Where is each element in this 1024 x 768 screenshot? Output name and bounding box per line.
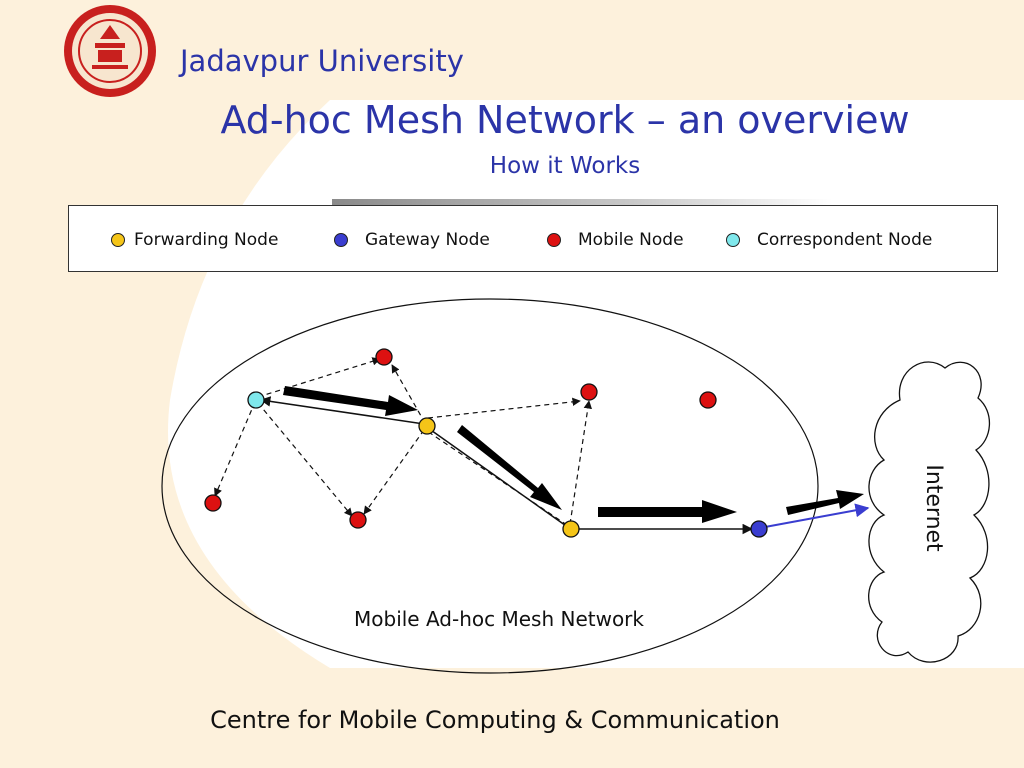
flow-arrow [283, 386, 418, 416]
mobile-node [204, 494, 222, 512]
footer-text: Centre for Mobile Computing & Communicat… [210, 706, 780, 734]
dashed-link [569, 400, 592, 525]
dashed-link [427, 397, 581, 419]
mobile-node [580, 383, 598, 401]
legend-item-forwarding: Forwarding Node [111, 230, 278, 250]
mobile-node [349, 511, 367, 529]
internet-label: Internet [921, 464, 946, 552]
solid-link [427, 427, 570, 529]
legend-label: Gateway Node [365, 230, 490, 250]
mobile-node [699, 391, 717, 409]
correspondent-node [247, 391, 265, 409]
correspondent-node-icon [726, 233, 740, 247]
network-label: Mobile Ad-hoc Mesh Network [354, 607, 644, 631]
dashed-link [391, 364, 426, 424]
gateway-node [750, 520, 768, 538]
gateway-node-icon [334, 233, 348, 247]
mobile-node [375, 348, 393, 366]
forwarding-node-icon [111, 233, 125, 247]
dashed-link [257, 402, 353, 517]
dashed-link [214, 401, 256, 497]
legend-item-gateway: Gateway Node [334, 230, 490, 250]
legend-item-mobile: Mobile Node [547, 230, 684, 250]
internet-cloud [868, 361, 991, 663]
dashed-link [257, 357, 381, 398]
flow-arrow [457, 425, 562, 510]
legend-label: Forwarding Node [134, 230, 279, 250]
flow-arrow [786, 490, 864, 515]
forwarding-node [562, 520, 580, 538]
slide-subtitle: How it Works [489, 153, 641, 179]
legend-label: Correspondent Node [757, 230, 933, 250]
legend-item-correspondent: Correspondent Node [726, 230, 932, 250]
dashed-link [363, 429, 425, 515]
internet-uplink [764, 503, 870, 528]
network-boundary [161, 298, 819, 674]
slide-title: Ad-hoc Mesh Network – an overview [220, 98, 910, 142]
legend-label: Mobile Node [578, 230, 684, 250]
title-divider [332, 199, 832, 205]
node-legend: Forwarding Node Gateway Node Mobile Node… [68, 205, 998, 272]
solid-link [259, 396, 425, 425]
forwarding-node [418, 417, 436, 435]
university-name: Jadavpur University [180, 44, 464, 78]
mobile-node-icon [547, 233, 561, 247]
flow-arrow [598, 500, 737, 523]
university-seal-icon [64, 5, 156, 97]
